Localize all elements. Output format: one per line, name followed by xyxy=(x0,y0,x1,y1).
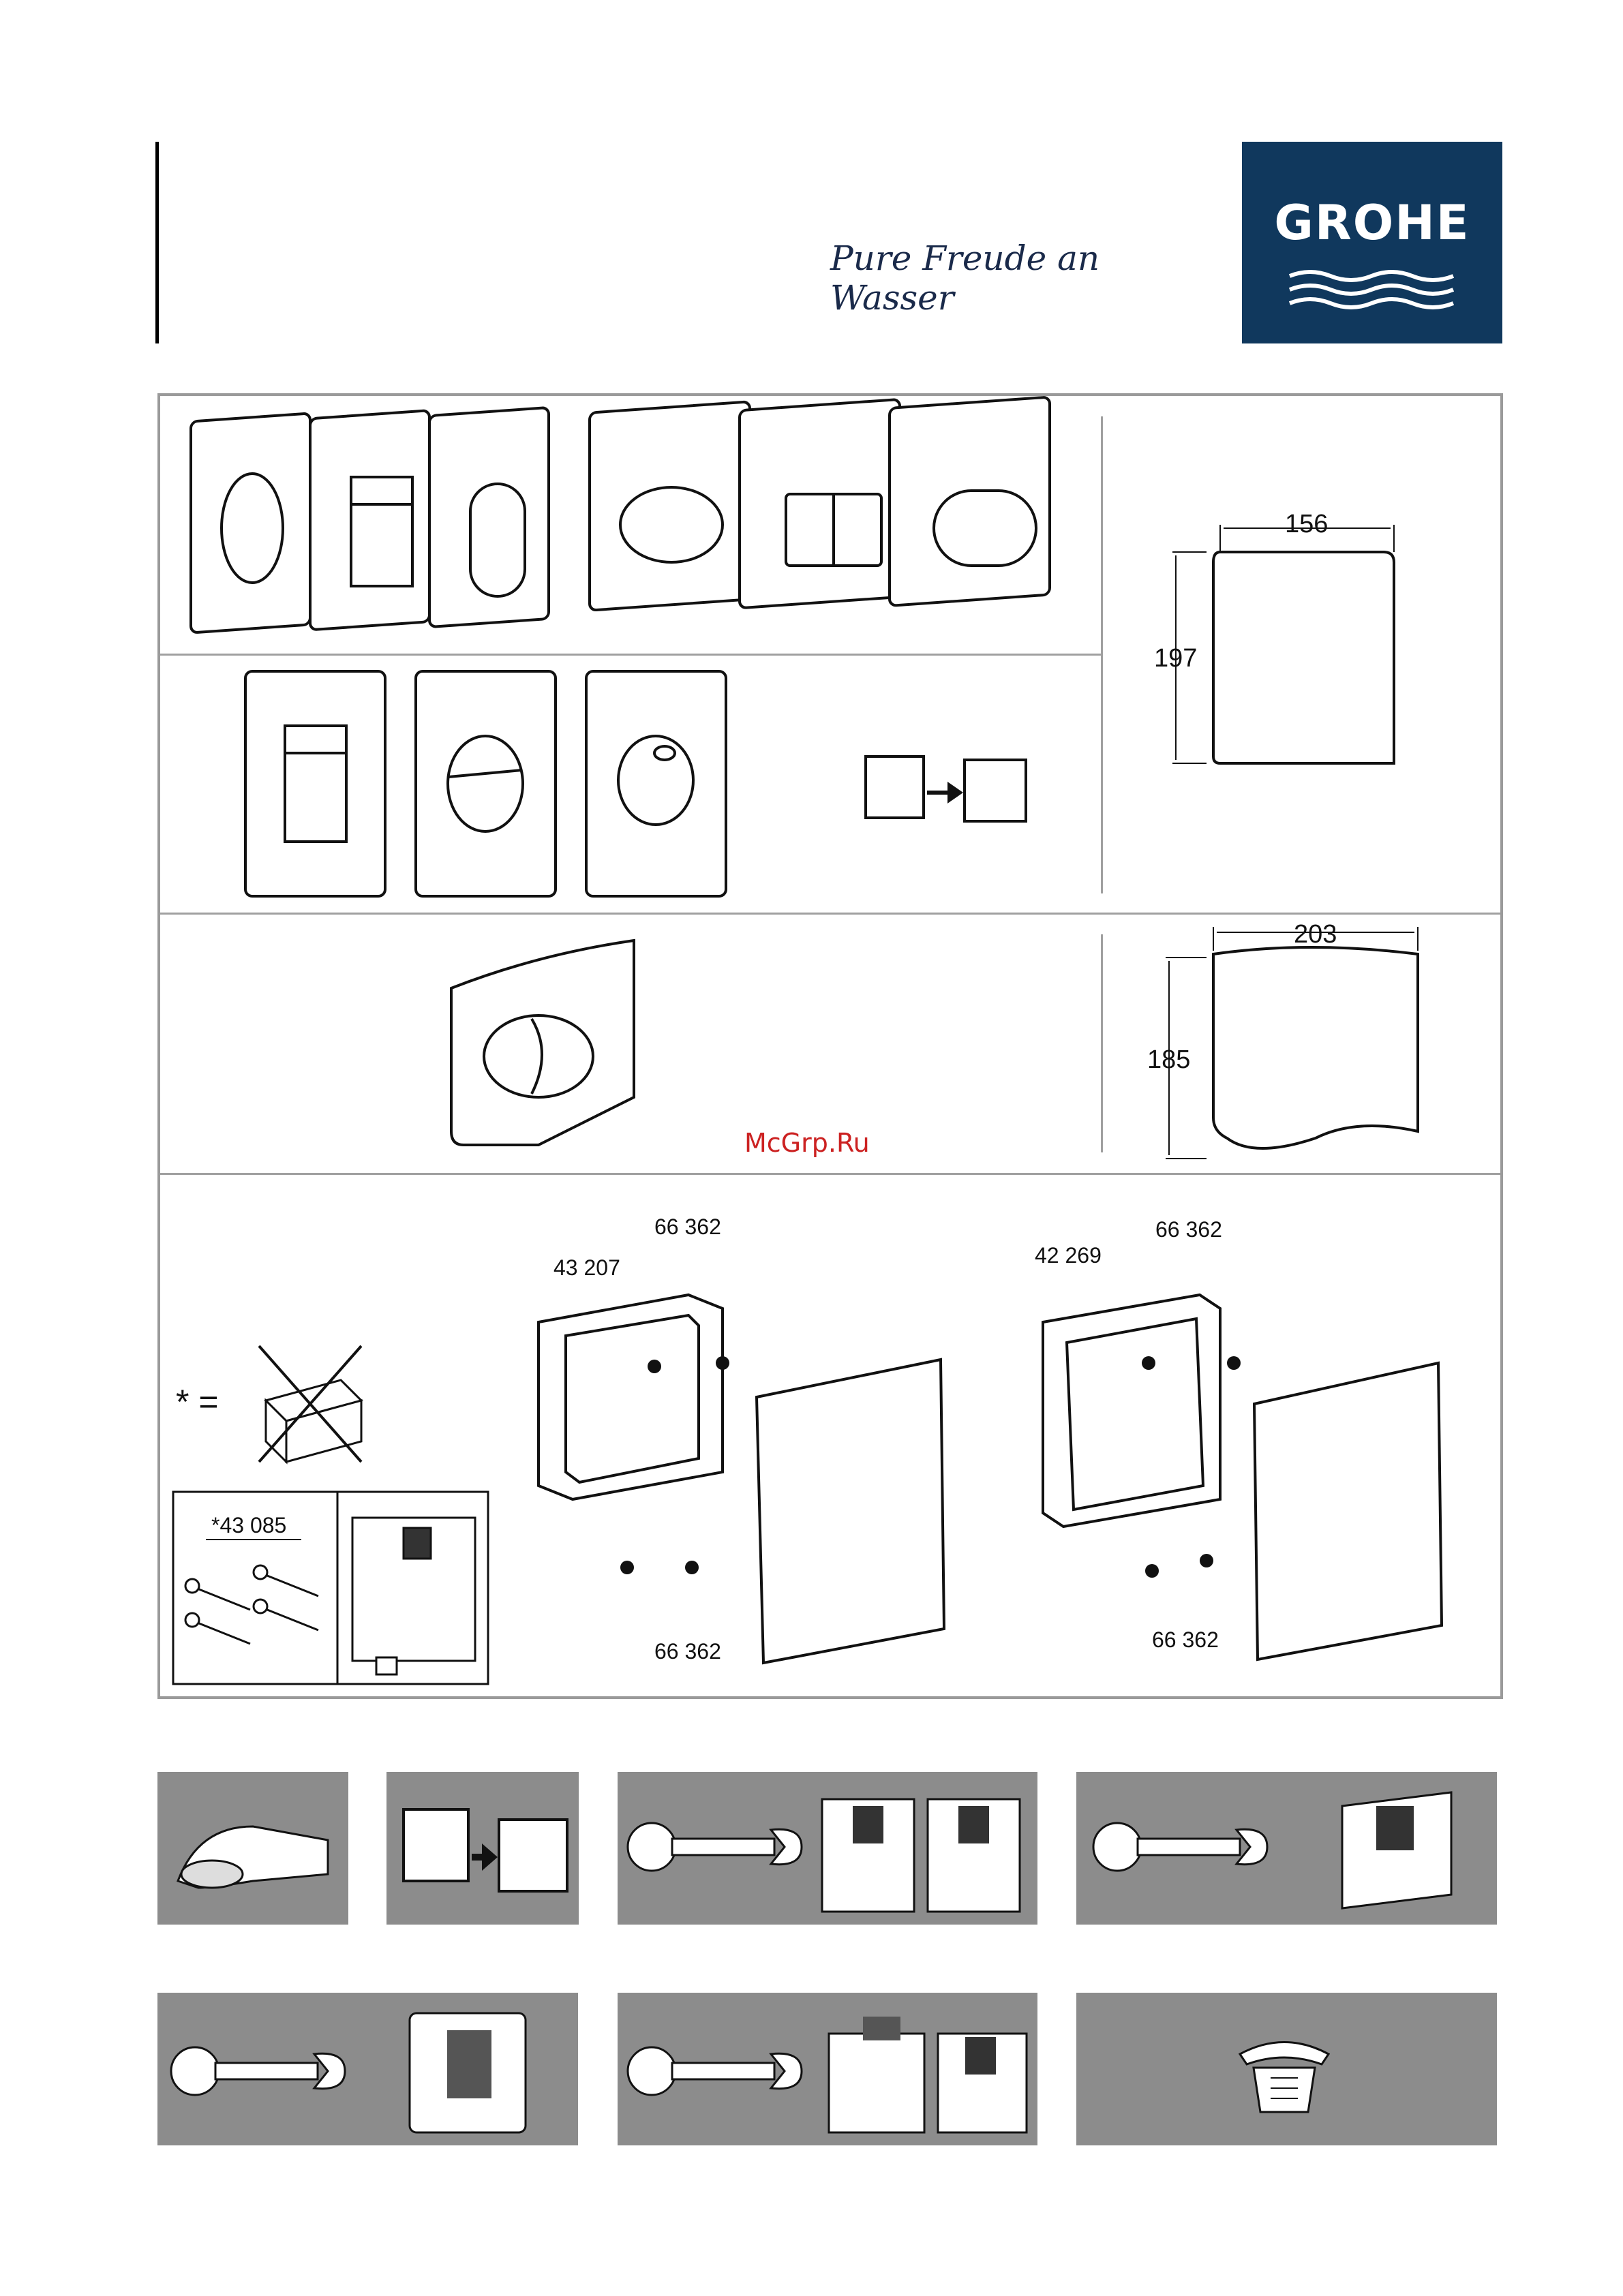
star-equals: * = xyxy=(176,1382,219,1422)
frame-left-label: 43 207 xyxy=(553,1255,620,1281)
hand-wipe-icon xyxy=(171,1799,335,1901)
panel-cistern-c xyxy=(618,1993,1037,2145)
cistern-icon xyxy=(403,2003,539,2139)
panel-clean xyxy=(157,1772,348,1925)
col-divider-2 xyxy=(1101,934,1103,1152)
replace-plate-icon xyxy=(862,753,1033,828)
panel-cistern-b xyxy=(157,1993,578,2145)
telephone-icon xyxy=(1219,2023,1349,2119)
wrench-icon xyxy=(624,2044,808,2098)
logo-text: GROHE xyxy=(1242,195,1502,251)
logo-waves-icon xyxy=(1283,268,1460,316)
dimension-drawing-2 xyxy=(1152,913,1479,1172)
row-divider-3 xyxy=(160,1173,1500,1175)
dimension-drawing-1 xyxy=(1152,504,1479,777)
wrench-icon xyxy=(624,1820,808,1874)
flush-plate-curved xyxy=(443,934,648,1159)
brand-tagline: Pure Freude an Wasser xyxy=(830,239,1212,293)
dim-height-197: 197 xyxy=(1154,644,1197,673)
wrench-icon xyxy=(168,2044,352,2098)
screws-left-bottom-label: 66 362 xyxy=(654,1639,721,1664)
flush-plates-row-1 xyxy=(177,409,1118,654)
mounting-frame-left xyxy=(518,1281,968,1663)
grohe-logo: GROHE xyxy=(1242,142,1502,343)
dim-height-185: 185 xyxy=(1147,1045,1190,1075)
cistern-icon xyxy=(815,1786,1027,1915)
panel-frame xyxy=(1076,1772,1497,1925)
panel-service xyxy=(1076,1993,1497,2145)
panel-replace xyxy=(386,1772,579,1925)
mounting-frame-right xyxy=(1022,1281,1459,1663)
dim-width-156: 156 xyxy=(1285,510,1328,539)
frame-icon xyxy=(1329,1786,1465,1915)
no-grohe-box-icon xyxy=(252,1339,368,1469)
wrench-icon xyxy=(1090,1820,1274,1874)
dim-width-203: 203 xyxy=(1294,920,1337,949)
header-divider xyxy=(155,142,159,343)
cistern-icon xyxy=(822,2006,1033,2136)
screws-right-bottom-label: 66 362 xyxy=(1152,1627,1219,1653)
set-label: *43 085 xyxy=(211,1513,286,1538)
replace-plate-icon xyxy=(400,1806,571,1895)
screws-right-top-label: 66 362 xyxy=(1155,1217,1222,1242)
watermark: McGrp.Ru xyxy=(744,1128,870,1158)
screws-left-top-label: 66 362 xyxy=(654,1214,721,1240)
frame-right-label: 42 269 xyxy=(1035,1243,1102,1268)
panel-cistern-a xyxy=(618,1772,1037,1925)
